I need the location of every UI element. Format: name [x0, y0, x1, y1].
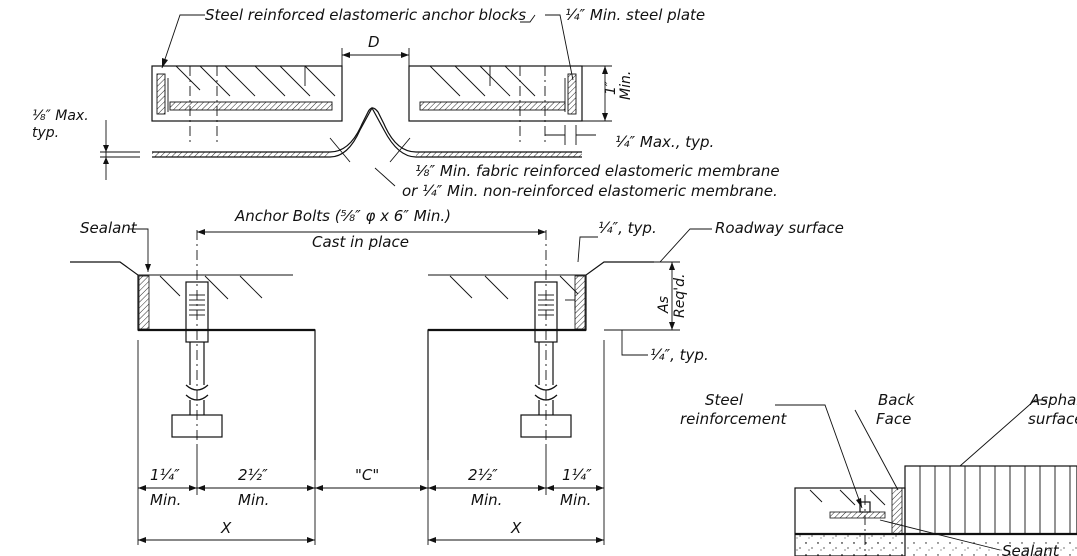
- roadway-surface-label: Roadway surface: [715, 219, 844, 237]
- right-sealant: [574, 275, 586, 330]
- elastomeric-membrane: [152, 107, 582, 153]
- left-sealant: [138, 275, 150, 330]
- typ-label: typ.: [32, 125, 59, 141]
- quarter-max-typ-label: ¼″ Max., typ.: [615, 133, 714, 151]
- dim-x-right-label: X: [510, 519, 522, 537]
- eighth-max-label: ⅛″ Max.: [32, 108, 89, 124]
- sealant-label: Sealant: [80, 219, 138, 237]
- steel-label: Steel: [705, 391, 744, 409]
- left-anchor-block: [151, 65, 343, 122]
- dim-left-2-label: 2½″: [238, 466, 268, 484]
- dim-min-3-label: Min.: [471, 491, 502, 509]
- dim-left-1-label: 1¼″: [150, 466, 180, 484]
- dim-c-label: "C": [355, 466, 379, 484]
- anchor-bolts-label: Anchor Bolts (⅝″ φ x 6″ Min.): [234, 207, 451, 225]
- one-inch-label: 1″: [603, 80, 619, 95]
- quarter-typ-top-label: ¼″, typ.: [598, 219, 657, 237]
- cast-in-place-label: Cast in place: [312, 233, 409, 251]
- steel-plate-label: ¼″ Min. steel plate: [565, 6, 705, 24]
- reqd-label: Req'd.: [672, 274, 688, 318]
- asphalt-label: Asphalt: [1029, 391, 1077, 409]
- dim-right-2-label: 1¼″: [562, 466, 592, 484]
- joint-section: [70, 228, 712, 545]
- as-label: As: [656, 296, 672, 314]
- dim-min-1-label: Min.: [150, 491, 181, 509]
- one-inch-min-label: Min.: [618, 71, 634, 100]
- quarter-typ-bottom-label: ¼″, typ.: [650, 346, 709, 364]
- asphalt-detail: [775, 399, 1077, 556]
- right-anchor-block: [408, 65, 583, 122]
- face-label: Face: [876, 410, 911, 428]
- surface-label: surface: [1028, 410, 1077, 428]
- dimension-d-label: D: [368, 33, 380, 51]
- dim-min-4-label: Min.: [560, 491, 591, 509]
- reinforcement-label: reinforcement: [680, 410, 788, 428]
- membrane-label-line1: ⅛″ Min. fabric reinforced elastomeric me…: [415, 162, 780, 180]
- dim-right-1-label: 2½″: [468, 466, 498, 484]
- dim-min-2-label: Min.: [238, 491, 269, 509]
- membrane-label-line2: or ¼″ Min. non-reinforced elastomeric me…: [402, 182, 778, 200]
- back-label: Back: [878, 391, 916, 409]
- anchor-blocks-label: Steel reinforced elastomeric anchor bloc…: [205, 6, 526, 24]
- dim-x-left-label: X: [220, 519, 232, 537]
- anchor-block-detail: [100, 14, 612, 187]
- sealant-detail-label: Sealant: [1002, 542, 1060, 556]
